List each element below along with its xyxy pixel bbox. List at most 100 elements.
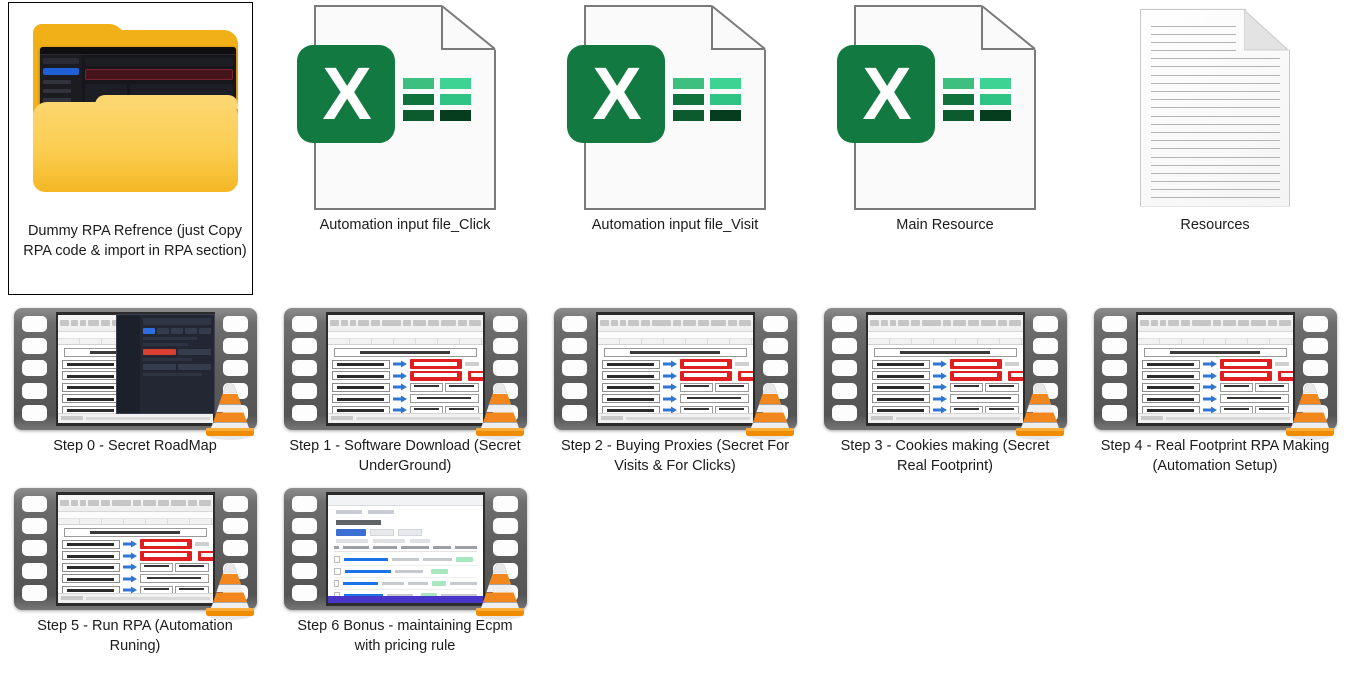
file-item-excel-click[interactable]: X Automation input file_Click [270,0,540,235]
click-here-button [139,550,192,561]
blue-arrow-icon [932,360,947,368]
file-item-video-step0[interactable]: Step 0 - Secret RoadMap [0,300,270,460]
vlc-cone-icon [475,382,524,440]
click-here-button [197,550,213,561]
video-file-icon [1080,300,1350,440]
video-file-icon [0,300,270,440]
table-header [333,545,477,552]
click-here-button [1277,370,1293,381]
blue-arrow-icon [122,552,137,559]
file-item-video-step4[interactable]: Step 4 - Real Footprint RPA Making (Auto… [1080,300,1350,480]
table-row [333,566,477,578]
video-file-icon [0,480,270,620]
file-item-resources[interactable]: Resources [1080,0,1350,235]
blue-arrow-icon [122,563,137,571]
video-file-icon [270,300,540,440]
excel-badge-icon: X [837,45,935,143]
excel-bars-icon [403,78,471,126]
folder-icon [0,0,270,215]
click-here-button [139,539,192,549]
file-label: Step 4 - Real Footprint RPA Making (Auto… [1100,438,1330,474]
film-sprocket-holes-left [18,313,52,425]
file-label: Step 6 Bonus - maintaining Ecpm with pri… [297,618,513,654]
click-here-button [1007,370,1023,381]
video-preview [1135,311,1295,426]
video-file-icon [540,300,810,440]
blue-arrow-icon [392,360,407,368]
file-label: Step 2 - Buying Proxies (Secret For Visi… [560,438,790,474]
click-here-button [467,370,483,381]
file-item-video-step5[interactable]: Step 5 - Run RPA (Automation Runing) [0,480,270,660]
blue-arrow-icon [392,372,407,379]
table-row [333,578,477,590]
blue-arrow-icon [122,540,137,548]
film-sprocket-holes-left [288,313,322,425]
table-row [333,554,477,566]
web-dashboard-screenshot [327,494,483,603]
click-here-button [679,359,732,369]
vlc-cone-icon [1015,382,1064,440]
file-label: Step 3 - Cookies making (Secret Real Foo… [840,438,1050,474]
vlc-cone-icon [205,562,254,620]
text-document-icon [1080,0,1350,215]
page-fold-icon [441,5,496,50]
file-item-video-step3[interactable]: Step 3 - Cookies making (Secret Real Foo… [810,300,1080,480]
vlc-cone-icon [745,382,794,440]
film-sprocket-holes-left [1098,313,1132,425]
click-here-button [679,370,732,381]
blue-arrow-icon [1202,383,1217,391]
blue-arrow-icon [392,395,407,402]
file-item-folder[interactable]: Dummy RPA Refrence (just Copy RPA code &… [0,0,270,295]
film-sprocket-holes-right [489,313,523,425]
click-here-button [409,370,462,381]
blue-arrow-icon [662,383,677,391]
file-item-video-step6[interactable]: Step 6 Bonus - maintaining Ecpm with pri… [270,480,540,660]
file-label: Dummy RPA Refrence (just Copy RPA code &… [23,223,247,259]
spreadsheet-screenshot [1137,314,1293,423]
video-file-icon [810,300,1080,440]
blue-arrow-icon [932,372,947,379]
blue-arrow-icon [932,406,947,414]
file-item-excel-visit[interactable]: X Automation input file_Visit [540,0,810,235]
file-label: Step 1 - Software Download (Secret Under… [289,438,521,474]
file-label: Automation input file_Visit [591,217,759,233]
page-fold-icon [981,5,1036,50]
video-file-icon [270,480,540,620]
excel-badge-icon: X [567,45,665,143]
page-fold-icon [1244,9,1289,51]
click-here-button [1219,359,1272,369]
file-item-video-step2[interactable]: Step 2 - Buying Proxies (Secret For Visi… [540,300,810,480]
video-preview [595,311,755,426]
click-here-button [949,359,1002,369]
spreadsheet-screenshot [327,314,483,423]
document-lines [1151,25,1280,206]
film-sprocket-holes-left [18,493,52,605]
app-window-overlay [115,313,215,414]
blue-arrow-icon [662,372,677,379]
blue-arrow-icon [662,395,677,402]
blue-arrow-icon [1202,395,1217,402]
blue-arrow-icon [392,383,407,391]
file-item-main-resource[interactable]: X Main Resource [810,0,1080,235]
file-label: Step 5 - Run RPA (Automation Runing) [37,618,233,654]
blue-arrow-icon [932,395,947,402]
file-item-video-step1[interactable]: Step 1 - Software Download (Secret Under… [270,300,540,480]
video-preview [55,311,215,426]
blue-arrow-icon [122,575,137,582]
excel-badge-icon: X [297,45,395,143]
blue-arrow-icon [1202,360,1217,368]
file-label: Resources [1180,217,1250,233]
excel-bars-icon [673,78,741,126]
blue-arrow-icon [1202,372,1217,379]
film-sprocket-holes-left [558,313,592,425]
blue-arrow-icon [662,360,677,368]
page-fold-icon [711,5,766,50]
video-preview [325,491,485,606]
video-preview [325,311,485,426]
file-label: Step 0 - Secret RoadMap [53,438,217,454]
spreadsheet-screenshot [867,314,1023,423]
file-label: Automation input file_Click [319,217,491,233]
blue-arrow-icon [662,406,677,414]
vlc-cone-icon [205,382,254,440]
blue-arrow-icon [392,406,407,414]
